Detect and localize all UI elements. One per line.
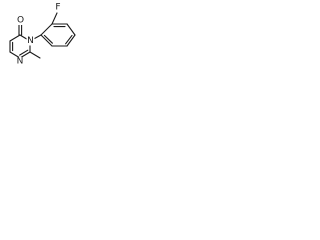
bond-c5-c4 <box>9 34 21 42</box>
atom-labels: F O N N <box>16 3 62 67</box>
nitrogen-3-atom-label: N <box>27 36 34 46</box>
oxygen-atom-label: O <box>17 16 24 26</box>
bond-c4p-c5p <box>66 34 76 47</box>
bond-c2-methyl <box>29 51 41 59</box>
bond-c6p-c1p <box>40 34 53 47</box>
chemical-structure-diagram: F O N N <box>9 3 76 67</box>
nitrogen-1-atom-label: N <box>17 57 24 67</box>
bond-c6p-c1p-double <box>43 34 53 44</box>
bond-c2-n1-double <box>19 49 29 56</box>
bond-c4p-c5p-double <box>65 34 73 45</box>
bond-c3p-c4p <box>66 23 76 36</box>
bond-c2p-f <box>51 12 58 25</box>
bond-c1p-c2p <box>40 23 53 36</box>
fluorophenyl-ring <box>29 12 76 47</box>
pyrimidinone-ring <box>9 24 41 59</box>
fluorine-atom-label: F <box>55 3 60 13</box>
